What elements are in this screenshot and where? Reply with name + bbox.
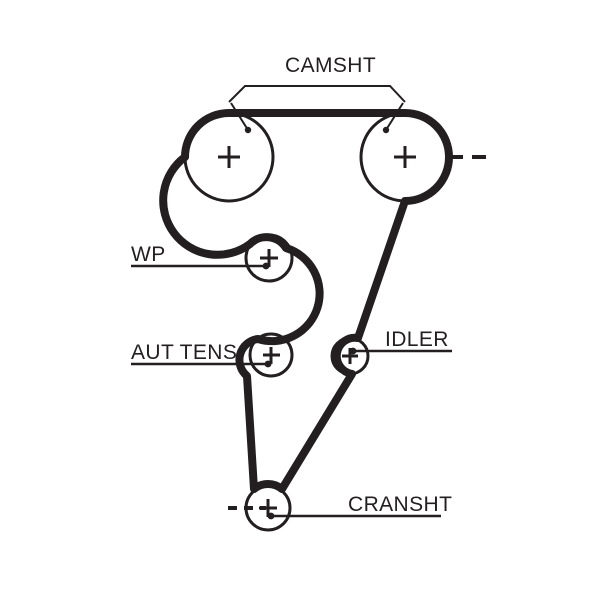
- pulley-idler[interactable]: [330, 336, 370, 376]
- camshaft-leader-dots: [244, 126, 390, 134]
- camshaft-right-leader: [385, 102, 404, 131]
- crosshair-camshaft-right: [394, 146, 416, 168]
- label-camshaft: CAMSHT: [285, 54, 376, 77]
- label-auto-tensioner: AUT TENS: [131, 341, 237, 364]
- leader-dot-camshaft-right: [382, 126, 390, 134]
- camshaft-left-leader: [230, 102, 249, 131]
- label-crankshaft: CRANSHT: [348, 493, 452, 516]
- bracket-trapezoid: [228, 85, 406, 103]
- belt: [159, 109, 453, 493]
- pulley-auto-tensioner[interactable]: [248, 332, 294, 378]
- label-group-auto-tensioner: AUT TENS: [131, 341, 272, 368]
- pulley-water-pump[interactable]: [244, 233, 294, 283]
- crosshair-water-pump: [260, 249, 278, 267]
- crosshair-auto-tensioner: [263, 347, 280, 364]
- leader-dot-camshaft-left: [244, 126, 252, 134]
- pulleys: [183, 111, 451, 532]
- label-group-water-pump: WP: [131, 243, 270, 270]
- leader-dot-crankshaft: [267, 512, 275, 520]
- label-group-idler: IDLER: [349, 328, 452, 355]
- camshaft-bracket: [228, 85, 406, 131]
- label-idler: IDLER: [385, 328, 449, 351]
- belt-path: [159, 109, 453, 493]
- pulley-camshaft-left[interactable]: [183, 111, 275, 203]
- label-water-pump: WP: [131, 243, 166, 266]
- crosshair-camshaft-left: [218, 146, 240, 168]
- leader-dot-idler: [349, 347, 357, 355]
- leader-dot-auto-tensioner: [264, 360, 272, 368]
- leader-dot-water-pump: [262, 262, 270, 270]
- label-group-crankshaft: CRANSHT: [267, 493, 452, 520]
- centerlines: [228, 155, 492, 510]
